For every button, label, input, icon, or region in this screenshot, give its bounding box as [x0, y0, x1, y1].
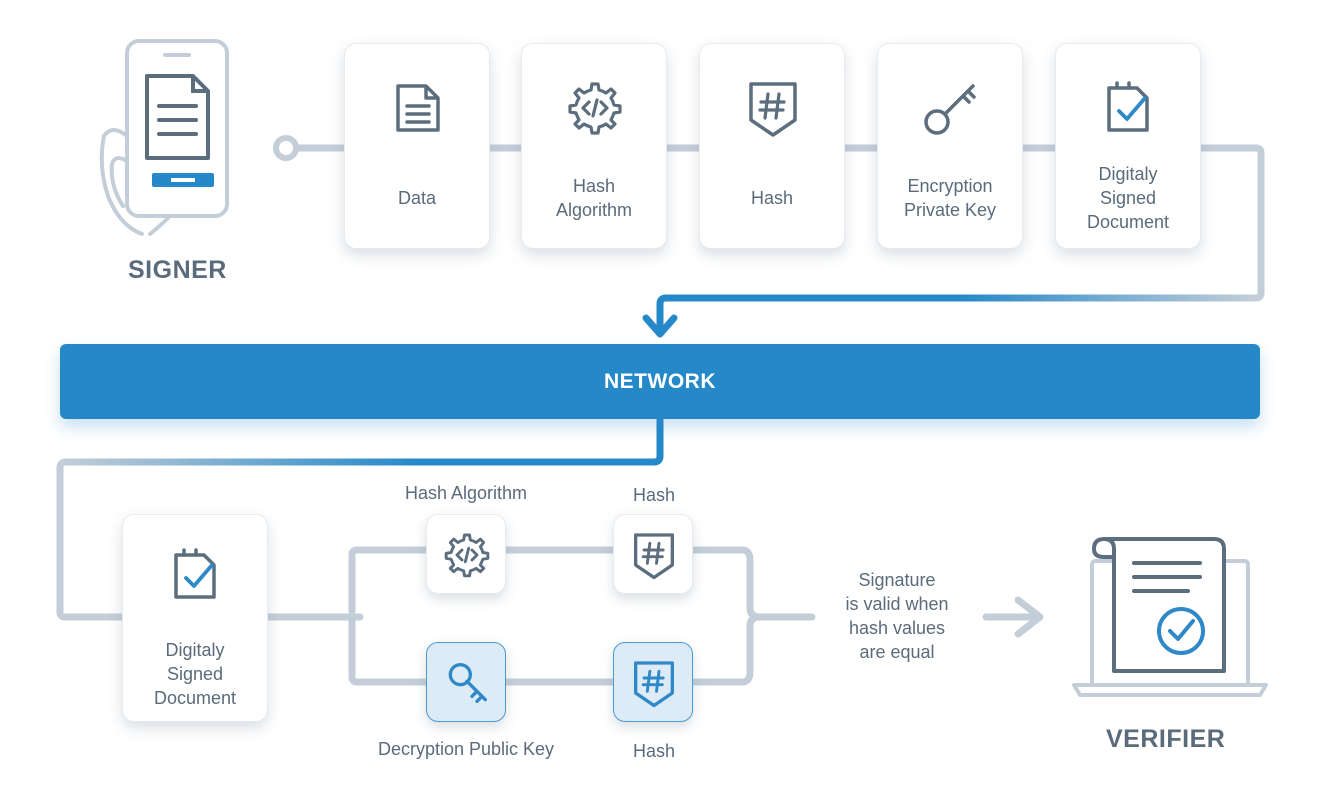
lower-hash-label: Hash	[632, 741, 676, 761]
upper-branch	[348, 546, 816, 621]
verifier-block: VERIFIER	[1070, 535, 1270, 755]
key-icon	[448, 663, 487, 703]
phone-in-hand-icon	[99, 39, 229, 236]
step-data-card: Data	[344, 43, 490, 249]
lower-hash-box	[613, 642, 693, 722]
signer-block: SIGNER	[90, 36, 250, 284]
upper-hash-label: Hash	[632, 485, 676, 505]
network-label: NETWORK	[604, 369, 716, 393]
network-arrowhead	[642, 314, 678, 338]
upper-hash-algorithm-label: Hash Algorithm	[404, 483, 528, 503]
upper-hash-algorithm-box	[426, 514, 506, 594]
received-document-label: Digitaly Signed Document	[153, 640, 237, 708]
hash-shield-icon	[749, 82, 797, 137]
signed-document-icon	[1107, 81, 1149, 132]
decryption-key-box	[426, 642, 506, 722]
lower-branch	[348, 613, 764, 686]
signer-label: SIGNER	[128, 256, 227, 284]
bottom-left-connector	[56, 526, 364, 621]
received-signed-document-card: Digitaly Signed Document	[122, 514, 268, 722]
result-arrow	[982, 596, 1044, 638]
verifier-label: VERIFIER	[1106, 725, 1226, 753]
step-hash-label: Hash	[750, 188, 794, 208]
network-to-bottom-connector	[56, 419, 664, 530]
step-hash-algorithm-label: Hash Algorithm	[555, 176, 633, 220]
signer-start-dot	[273, 135, 299, 161]
laptop-certificate-icon	[1072, 536, 1268, 697]
network-bar: NETWORK	[60, 344, 1260, 419]
signature-validity-text: Signature is valid when hash values are …	[845, 570, 949, 662]
top-connector	[294, 144, 1265, 302]
step-encryption-key-card: Encryption Private Key	[877, 43, 1023, 249]
upper-hash-box	[613, 514, 693, 594]
step-data-label: Data	[397, 188, 437, 208]
step-signed-document-label: Digitaly Signed Document	[1086, 164, 1170, 232]
signed-document-icon	[174, 548, 216, 599]
top-to-network-connector	[656, 294, 1256, 330]
gear-code-icon	[568, 82, 622, 135]
hash-shield-icon	[634, 533, 674, 580]
step-hash-algorithm-card: Hash Algorithm	[521, 43, 667, 249]
document-icon	[396, 84, 440, 132]
step-signed-document-card: Digitaly Signed Document	[1055, 43, 1201, 249]
key-icon	[924, 84, 976, 135]
step-encryption-key-label: Encryption Private Key	[903, 176, 997, 220]
step-hash-card: Hash	[699, 43, 845, 249]
gear-code-icon	[444, 533, 490, 578]
hash-shield-icon	[634, 661, 674, 708]
decryption-key-label: Decryption Public Key	[377, 739, 555, 759]
